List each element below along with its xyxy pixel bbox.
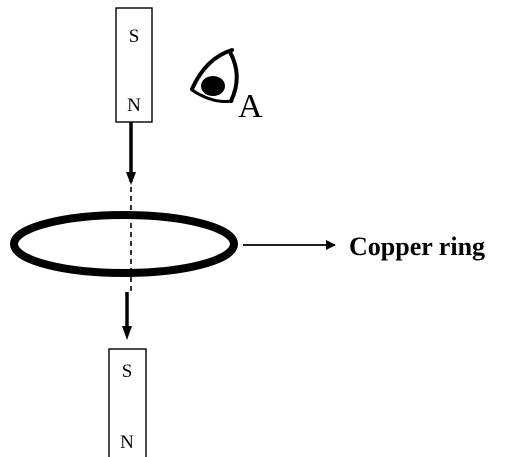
top-magnet-lower-pole: N xyxy=(127,95,141,116)
top-magnet-body xyxy=(115,7,153,123)
eye-icon xyxy=(190,48,239,103)
bottom-motion-arrowhead xyxy=(122,326,132,340)
eye-pupil xyxy=(201,76,225,96)
eye-back xyxy=(228,50,239,103)
bottom-magnet: S N xyxy=(108,348,147,457)
eye-upper-lid xyxy=(190,48,234,91)
observer-label: A xyxy=(238,88,263,125)
bottom-motion-arrow xyxy=(122,292,132,340)
top-magnet-upper-pole: S xyxy=(129,26,140,47)
bottom-magnet-lower-pole: N xyxy=(120,432,134,453)
eye-lower-lid xyxy=(190,88,234,103)
bottom-magnet-body xyxy=(108,348,147,457)
ring-label: Copper ring xyxy=(349,232,485,261)
top-magnet: S N xyxy=(115,7,153,123)
bottom-magnet-upper-pole: S xyxy=(122,361,133,382)
top-motion-arrowhead xyxy=(126,172,136,185)
copper-ring xyxy=(10,211,238,277)
top-motion-arrow xyxy=(126,122,136,185)
